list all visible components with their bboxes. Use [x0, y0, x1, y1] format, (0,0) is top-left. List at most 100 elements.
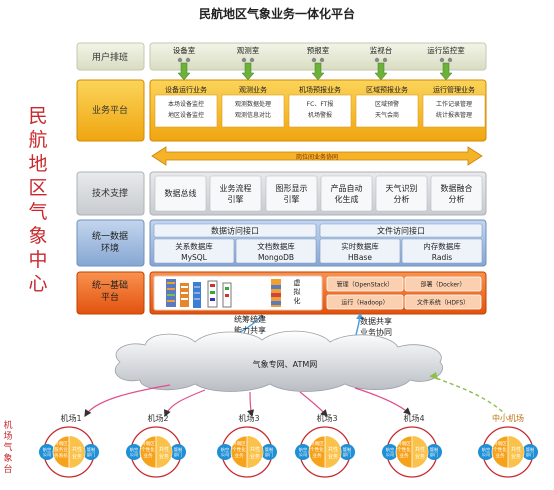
infra-service-box	[326, 294, 404, 310]
airport-center-label: 业务	[234, 452, 244, 459]
airline-node	[39, 444, 55, 460]
airline-node	[478, 444, 494, 460]
airport-common-label: 共性	[250, 446, 260, 453]
side-label-char: 心	[28, 273, 47, 295]
person-icon	[447, 57, 453, 63]
airline-label-2: 公司	[386, 452, 394, 457]
database-name: 内存数据库	[423, 241, 461, 251]
database-name: 文档数据库	[257, 241, 295, 251]
atc-node	[339, 444, 355, 460]
airport-common-label-2: 业务	[72, 453, 82, 460]
person-icon	[249, 57, 255, 63]
business-module-item: 本场设备监控	[168, 100, 204, 108]
virtualization-label: 虚	[294, 278, 301, 287]
data-interface-title: 数据访问接口	[211, 226, 259, 236]
tech-item-label: 数据总线	[165, 188, 197, 198]
network-note-right: 数据共享	[360, 316, 392, 326]
data-interface-title: 文件访问接口	[377, 226, 425, 236]
airport-common-label: 共性	[328, 446, 338, 453]
database-product: MySQL	[181, 253, 208, 262]
tech-item-label: 产品自动	[331, 183, 363, 193]
down-arrow-icon	[311, 62, 325, 81]
atc-node	[261, 444, 277, 460]
network-note-right: 业务协同	[360, 327, 392, 337]
airport-name: 中小机场	[492, 413, 524, 423]
atc-label-2: 部门	[430, 451, 438, 458]
database-name: 实时数据库	[341, 241, 379, 251]
atc-label: 管制	[343, 446, 351, 453]
airport-center-label: 终端区	[141, 440, 155, 447]
virtualization-label: 化	[294, 296, 301, 305]
airport-common-label-2: 业务	[511, 453, 521, 460]
airport-center-label: 终端区	[54, 440, 68, 447]
airline-label-2: 公司	[130, 452, 138, 457]
down-arrow-icon	[439, 62, 453, 81]
airline-label-2: 公司	[43, 452, 51, 457]
atc-label-2: 部门	[87, 451, 95, 458]
person-icon	[374, 57, 380, 63]
user-role-label: 设备室	[173, 45, 196, 55]
infra-layer: 统一基础平台	[76, 271, 487, 315]
airport-center-label: 业务	[399, 452, 409, 459]
business-layer: 业务平台 设备运行业务本场设备监控地区设备监控观测业务观测数据处理观测信息对比机…	[76, 79, 487, 142]
airline-label-2: 公司	[299, 452, 307, 457]
network-note-left: 统筹统建	[234, 314, 266, 324]
business-module-item: 观测数据处理	[235, 100, 271, 108]
airport-common-label-2: 业务	[415, 453, 425, 460]
bottom-side-label-char: 气	[3, 441, 12, 453]
airport-center-label: 个性化	[232, 446, 246, 453]
virtualization-label: 拟	[294, 287, 301, 296]
user-role-label: 预报室	[307, 45, 330, 55]
airport-name: 机场1	[60, 413, 81, 423]
airport-name: 机场4	[403, 413, 424, 423]
tech-item-label: 化生成	[335, 194, 359, 204]
user-role-label: 运行监控室	[427, 45, 465, 55]
business-module-title: 区域预报业务	[366, 85, 408, 94]
database-box	[235, 238, 317, 264]
business-module-title: 设备运行业务	[165, 85, 207, 94]
atc-node	[83, 444, 99, 460]
data-layer-label: 统一数据环境	[92, 230, 128, 254]
tech-item-label: 引擎	[228, 194, 244, 204]
database-box	[153, 238, 235, 264]
server-icons	[166, 279, 281, 308]
airline-label: 航空	[43, 446, 51, 453]
person-icon	[382, 57, 388, 63]
down-arrow-icon	[374, 62, 388, 81]
tech-item-label: 分析	[449, 194, 465, 204]
airport-common-label-2: 业务	[159, 453, 169, 460]
airport-common-label: 共性	[511, 446, 521, 453]
user-layer-label: 用户排班	[92, 51, 128, 63]
airport-center-label: 个性化	[493, 446, 507, 453]
network-cloud: 气象专网、ATM网	[114, 330, 443, 392]
business-module-item: FC、FT报	[307, 100, 334, 108]
network-note-left: 能力共享	[234, 325, 266, 335]
infra-service-label: 文件系统（HDFS）	[417, 299, 469, 307]
airport-center-label: 终端区	[310, 440, 324, 447]
tech-item-label: 图形显示	[276, 184, 308, 193]
atc-label: 管制	[430, 446, 438, 453]
person-icon	[439, 57, 445, 63]
tech-item-label: 天气识别	[386, 183, 418, 193]
tech-item-label: 数据融合	[441, 183, 473, 193]
airline-label: 航空	[221, 446, 229, 453]
infra-service-label: 管理（OpenStack）	[337, 281, 394, 289]
collab-label: 岗位间业务协同	[296, 153, 338, 161]
airport-center-label: 终端区	[397, 440, 411, 447]
person-icon	[177, 57, 183, 63]
atc-node	[522, 444, 538, 460]
airport-center-label: 终端区	[493, 440, 507, 447]
atc-node	[426, 444, 442, 460]
business-module-title: 观测业务	[239, 85, 267, 94]
